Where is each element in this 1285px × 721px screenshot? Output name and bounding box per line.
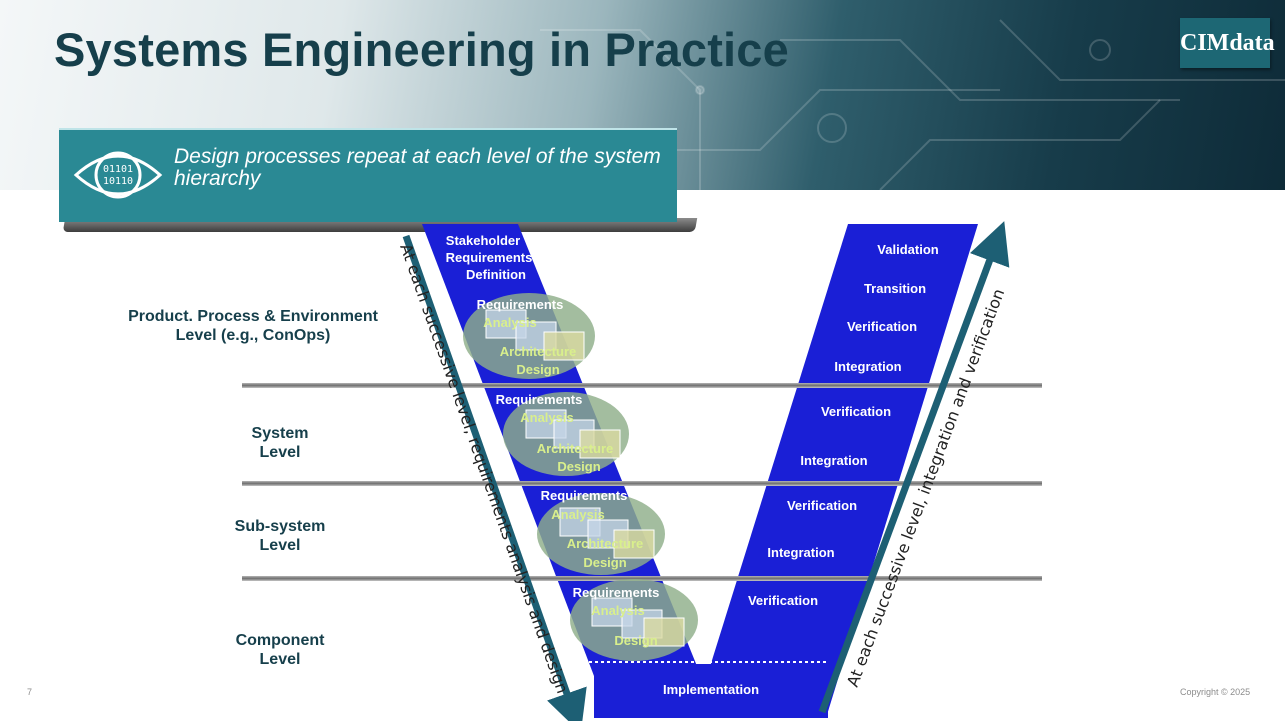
- verification-label: Verification: [821, 404, 891, 419]
- analysis-label: Analysis: [520, 410, 573, 425]
- stakeholder-label: Stakeholder: [446, 233, 520, 248]
- up-arrow: [818, 221, 1010, 714]
- validation-label: Validation: [877, 242, 938, 257]
- stakeholder-label: Definition: [466, 267, 526, 282]
- circuit-decoration: [540, 19, 1285, 190]
- analysis-label: Analysis: [483, 315, 536, 330]
- level-divider: [242, 383, 1042, 388]
- callout-text: Design processes repeat at each level of…: [174, 145, 661, 190]
- design-label: Design: [583, 555, 626, 570]
- process-cluster: [503, 392, 629, 476]
- integration-label: Integration: [767, 545, 834, 560]
- design-label: Design: [557, 459, 600, 474]
- v-bottom-band: [594, 664, 828, 718]
- requirements-label: Requirements: [477, 297, 564, 312]
- svg-text:10110: 10110: [103, 176, 133, 187]
- level-divider: [242, 481, 1042, 486]
- design-label: Design: [516, 362, 559, 377]
- verification-label: Verification: [847, 319, 917, 334]
- requirements-label: Requirements: [541, 488, 628, 503]
- implementation-label: Implementation: [663, 682, 759, 697]
- stakeholder-label: Requirements: [446, 250, 533, 265]
- design-label: Design: [614, 633, 657, 648]
- cimdata-logo: CIMdata: [1180, 18, 1275, 68]
- verification-label: Verification: [748, 593, 818, 608]
- process-cluster: [570, 579, 698, 661]
- binary-eye-icon: 01101 10110: [73, 151, 163, 199]
- analysis-label: Analysis: [591, 603, 644, 618]
- architecture-label: Architecture: [537, 441, 614, 456]
- architecture-label: Architecture: [500, 344, 577, 359]
- integration-label: Integration: [834, 359, 901, 374]
- level-divider: [242, 576, 1042, 581]
- requirements-label: Requirements: [573, 585, 660, 600]
- architecture-label: Architecture: [567, 536, 644, 551]
- analysis-label: Analysis: [551, 507, 604, 522]
- down-arrow: [402, 234, 587, 721]
- requirements-label: Requirements: [496, 392, 583, 407]
- v-right-leg: [694, 224, 978, 718]
- svg-text:01101: 01101: [103, 164, 133, 175]
- slide-title: Systems Engineering in Practice: [54, 23, 789, 76]
- transition-label: Transition: [864, 281, 926, 296]
- process-cluster: [537, 493, 665, 575]
- page-number: 7: [27, 687, 33, 697]
- copyright-notice: Copyright © 2025: [1180, 687, 1251, 697]
- verification-label: Verification: [787, 498, 857, 513]
- integration-label: Integration: [800, 453, 867, 468]
- process-cluster: [463, 293, 595, 379]
